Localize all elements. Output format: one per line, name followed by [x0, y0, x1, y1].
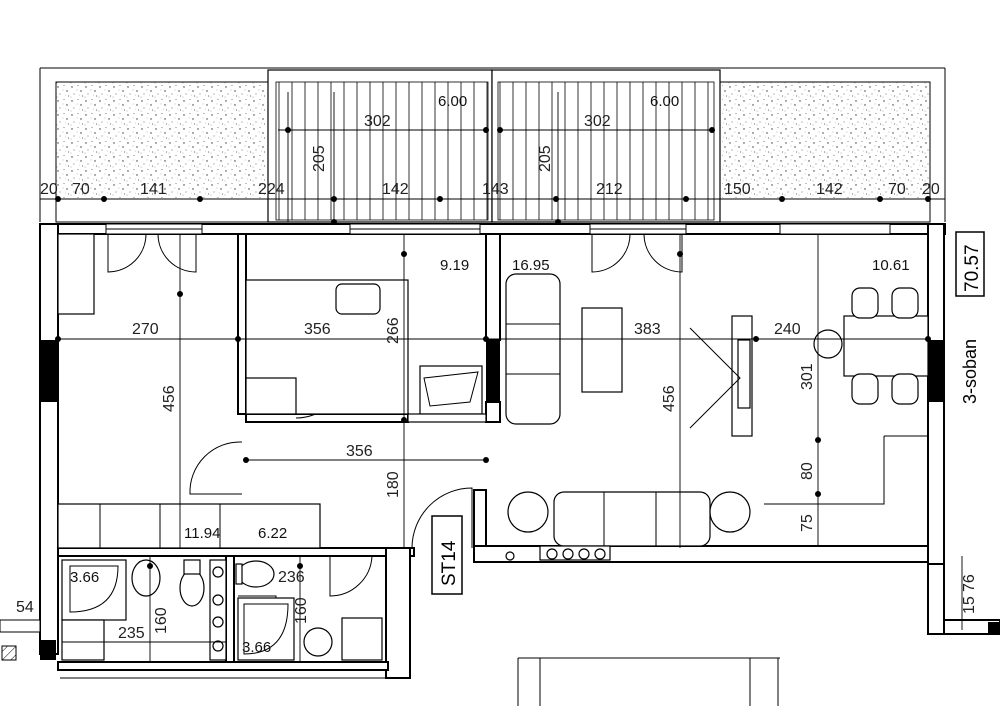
dimension-labels: 302 302 205 205 20 70 141 224 142 143 21…	[16, 113, 978, 642]
dim-terrace-d-left: 205	[311, 145, 328, 172]
dim-chain-9: 142	[816, 181, 843, 198]
area-bath-right: 3.66	[242, 639, 271, 656]
dimension-marker	[925, 196, 931, 202]
outer-walls	[0, 223, 1000, 679]
dim-terrace-w-right: 302	[584, 113, 611, 130]
gravel-left	[56, 82, 266, 198]
dim-hall-w: 356	[346, 443, 373, 460]
dim-chain-1: 20	[40, 181, 58, 198]
living-furniture	[505, 273, 753, 561]
title-block: 70.57 3-soban ST14	[439, 231, 985, 586]
dim-chain-4: 224	[258, 181, 285, 198]
dim-chain-8: 150	[724, 181, 751, 198]
dimension-marker	[483, 457, 489, 463]
dimension-marker	[677, 251, 683, 257]
dimension-markers	[55, 127, 931, 569]
area-bedroom-left: 11.94	[184, 525, 220, 542]
dimension-marker	[235, 336, 241, 342]
area-terrace-left: 6.00	[438, 93, 467, 110]
dim-bath-h-right: 160	[293, 597, 310, 624]
dim-edge-right-b: 15	[961, 596, 978, 614]
area-dining: 10.61	[872, 257, 910, 274]
dim-chain-6: 143	[482, 181, 509, 198]
dining-furniture	[764, 287, 929, 505]
gravel-right	[722, 82, 930, 198]
area-bath-left: 3.66	[70, 569, 99, 586]
dim-chain-5: 142	[382, 181, 409, 198]
dim-hall-d: 180	[385, 471, 402, 498]
dim-bath-w-left: 235	[118, 625, 145, 642]
area-bedroom-right: 9.19	[440, 257, 469, 274]
dimension-marker	[147, 563, 153, 569]
wardrobe	[407, 413, 487, 423]
dim-living-w: 383	[634, 321, 661, 338]
bedroom-left-furniture	[57, 233, 321, 549]
dimension-marker	[925, 336, 931, 342]
dimension-marker	[683, 196, 689, 202]
dim-terrace-w-left: 302	[364, 113, 391, 130]
dimension-marker	[401, 251, 407, 257]
dimension-marker	[55, 196, 61, 202]
top-windows	[105, 223, 891, 235]
dimension-marker	[401, 417, 407, 423]
dim-chain-7: 212	[596, 181, 623, 198]
bedroom-right-furniture	[245, 279, 487, 423]
total-area: 70.57	[962, 244, 983, 292]
dimension-marker	[497, 127, 503, 133]
stair-label: ST14	[439, 540, 460, 586]
dim-chain-2: 70	[72, 181, 90, 198]
dimension-marker	[877, 196, 883, 202]
area-living: 16.95	[512, 257, 550, 274]
dimension-marker	[555, 219, 561, 225]
dim-bath-h-left: 160	[153, 607, 170, 634]
dim-edge-right-a: 76	[961, 574, 978, 592]
terrace-zone	[39, 67, 946, 223]
room-area-labels: 6.00 6.00 9.19 16.95 10.61 11.94 6.22 3.…	[70, 93, 910, 656]
total-area-frame	[955, 231, 985, 297]
dim-edge-left: 54	[16, 599, 34, 616]
dimension-marker	[177, 291, 183, 297]
dimension-marker	[753, 336, 759, 342]
dimension-marker	[197, 196, 203, 202]
dimension-marker	[815, 491, 821, 497]
dim-dining-d1: 301	[799, 363, 816, 390]
dimension-marker	[297, 563, 303, 569]
dim-room1-d: 456	[161, 385, 178, 412]
dimension-marker	[709, 127, 715, 133]
dimension-marker	[55, 336, 61, 342]
dim-chain-10: 70	[888, 181, 906, 198]
area-terrace-right: 6.00	[650, 93, 679, 110]
dimension-marker	[779, 196, 785, 202]
dim-room2-w: 356	[304, 321, 331, 338]
apartment-type: 3-soban	[960, 339, 980, 404]
dimension-marker	[285, 127, 291, 133]
dimension-marker	[243, 457, 249, 463]
dim-chain-3: 141	[140, 181, 167, 198]
dimension-marker	[483, 127, 489, 133]
dimension-lines	[40, 92, 963, 662]
dim-dining-w: 240	[774, 321, 801, 338]
dim-room1-w: 270	[132, 321, 159, 338]
bathroom-fixtures	[61, 559, 383, 661]
stair-label-frame	[431, 515, 463, 595]
dimension-marker	[483, 336, 489, 342]
dim-room2-d: 266	[385, 317, 402, 344]
dim-bath-w-right: 236	[278, 569, 305, 586]
dimension-marker	[101, 196, 107, 202]
dim-living-d: 456	[661, 385, 678, 412]
dimension-marker	[815, 437, 821, 443]
dimension-marker	[553, 196, 559, 202]
dim-terrace-d-right: 205	[537, 145, 554, 172]
dim-dining-d3: 75	[799, 514, 816, 532]
area-hall: 6.22	[258, 525, 287, 542]
dim-dining-d2: 80	[799, 462, 816, 480]
dimension-marker	[331, 196, 337, 202]
dimension-marker	[331, 219, 337, 225]
stairs	[60, 657, 780, 706]
dim-chain-11: 20	[922, 181, 940, 198]
dimension-marker	[437, 196, 443, 202]
